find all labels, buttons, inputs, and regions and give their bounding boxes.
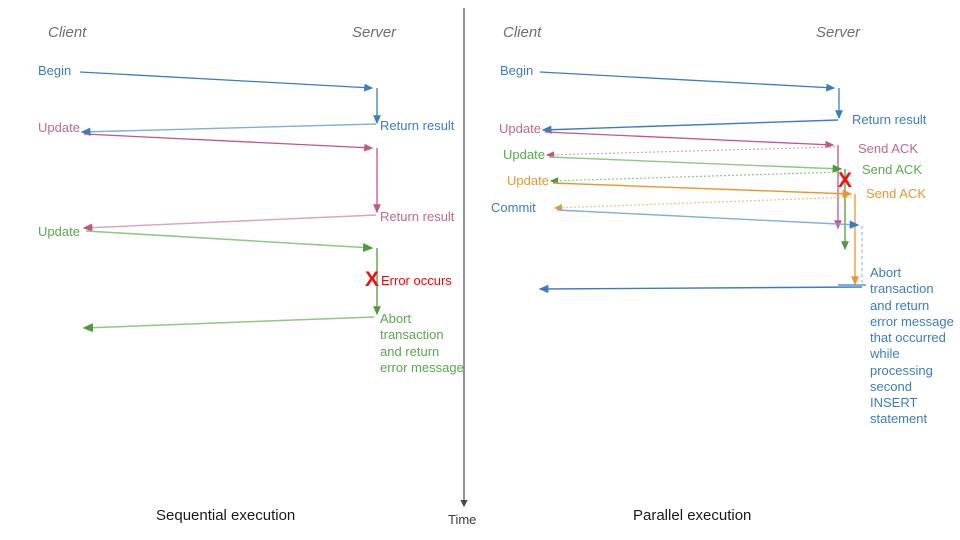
parallel-panel-arrows [538,71,866,294]
arrow-abort-p [538,284,863,294]
arrow-return-result-p [541,119,839,134]
arrow-abort [82,316,375,333]
error-x-icon-parallel: X [838,169,853,192]
arrow-begin [79,71,374,92]
message-begin-sequential: Begin [38,63,72,78]
arrow-return-result-2 [82,214,377,232]
time-axis-label: Time [448,512,477,527]
message-return-result-2: Return result [380,209,455,224]
arrow-commit [556,209,860,229]
message-return-result-parallel: Return result [852,112,927,127]
actor-client-sequential: Client [48,24,87,41]
error-label-sequential: Error occurs [381,273,452,288]
message-send-ack-2: Send ACK [862,162,922,177]
message-update-p3: Update [507,173,549,188]
message-update-2: Update [38,224,80,239]
arrow-return-result-1 [80,123,377,136]
message-begin-parallel: Begin [500,63,534,78]
message-commit: Commit [491,200,536,215]
actor-server-parallel: Server [816,24,861,41]
ack-green [549,171,843,185]
message-send-ack-3: Send ACK [866,186,926,201]
sequential-panel-arrows [79,71,381,333]
arrow-update-1 [83,133,374,152]
caption-sequential: Sequential execution [156,507,296,524]
error-x-icon-sequential: X [365,268,380,291]
arrow-update-p3 [552,182,853,198]
arrow-update-2 [85,230,374,252]
arrow-update-p2 [548,156,843,173]
actor-server-sequential: Server [352,24,397,41]
message-update-1: Update [38,120,80,135]
message-send-ack-1: Send ACK [858,141,918,156]
arrow-update-p1 [544,131,835,149]
message-return-result-1: Return result [380,118,455,133]
arrow-begin-p [539,71,836,92]
ack-orange [553,196,853,212]
ack-pink [545,146,836,159]
message-update-p2: Update [503,147,545,162]
actor-client-parallel: Client [503,24,542,41]
caption-parallel: Parallel execution [633,507,752,524]
message-update-p1: Update [499,121,541,136]
